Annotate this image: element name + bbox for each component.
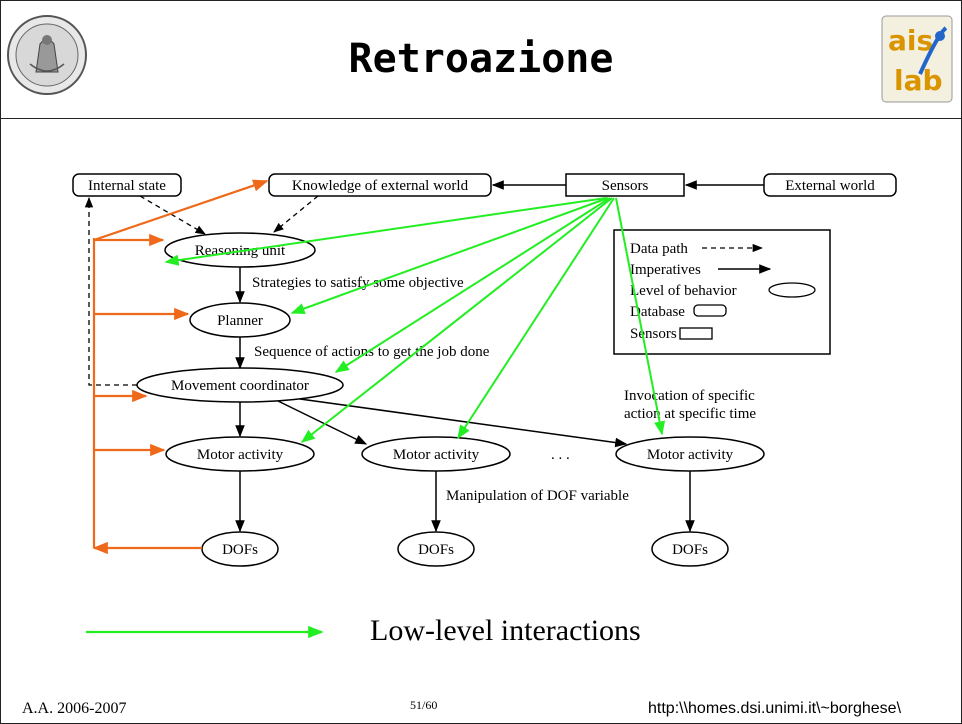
knowledge-label: Knowledge of external world	[292, 178, 469, 194]
internal-state-label: Internal state	[88, 178, 166, 194]
green-arrow-to-motor2	[457, 197, 615, 440]
dofs-3-ellipse	[651, 531, 729, 567]
data-path-knowledge-to-reasoning	[273, 195, 319, 233]
dofs-1-label: DOFs	[222, 542, 258, 558]
ellipsis-annotation: . . .	[551, 447, 570, 463]
sensors-label: Sensors	[602, 178, 649, 194]
legend-database-symbol	[693, 304, 727, 317]
dofs-2-label: DOFs	[418, 542, 454, 558]
footer-page-number: 51/60	[410, 698, 438, 712]
legend-data-path-label: Data path	[630, 241, 688, 257]
green-arrow-to-motor3	[615, 197, 666, 436]
dofs-3-label: DOFs	[672, 542, 708, 558]
legend-imperatives-label: Imperatives	[630, 262, 701, 278]
internal-state-box	[72, 173, 182, 197]
header-divider	[0, 118, 962, 119]
motor-activity-1-label: Motor activity	[197, 447, 284, 463]
arrow-coordinator-to-motor2	[277, 400, 368, 445]
movement-coordinator-label: Movement coordinator	[171, 378, 309, 394]
legend-level-of-behavior-label: Level of behavior	[630, 283, 737, 299]
svg-text:lab: lab	[894, 64, 943, 97]
dofs-2-ellipse	[397, 531, 475, 567]
green-arrow-to-reasoning	[164, 197, 607, 266]
sequence-annotation: Sequence of actions to get the job done	[254, 344, 490, 360]
legend-sensors-symbol	[679, 327, 713, 340]
university-seal-icon	[7, 15, 87, 95]
manipulation-annotation: Manipulation of DOF variable	[446, 488, 629, 504]
green-interaction-arrows	[164, 197, 666, 443]
strategies-annotation: Strategies to satisfy some objective	[252, 275, 464, 291]
page-title: Retroazione	[348, 36, 614, 82]
green-arrow-to-planner	[290, 197, 609, 314]
ais-lab-logo-icon: ais lab	[881, 15, 953, 103]
planner-label: Planner	[217, 313, 263, 329]
arrow-coordinator-to-motor3	[299, 398, 628, 448]
legend-sensors-label: Sensors	[630, 326, 677, 342]
data-path-internal-to-reasoning	[139, 195, 206, 235]
footer-url: http:\\homes.dsi.unimi.it\~borghese\	[648, 700, 902, 717]
orange-feedback-arrows	[92, 179, 269, 555]
orange-arrow-to-knowledge	[93, 179, 269, 242]
motor-activity-3-label: Motor activity	[647, 447, 734, 463]
footer-course: A.A. 2006-2007	[22, 700, 127, 717]
invocation-annotation-line1: Invocation of specific	[624, 388, 755, 404]
external-world-label: External world	[785, 178, 875, 194]
motor-activity-2-label: Motor activity	[393, 447, 480, 463]
invocation-annotation-line2: action at specific time	[624, 406, 756, 422]
legend-database-label: Database	[630, 304, 685, 320]
legend-level-of-behavior-symbol	[768, 282, 816, 298]
green-arrow-to-motor1	[300, 197, 613, 443]
svg-text:ais: ais	[888, 24, 933, 57]
knowledge-box	[268, 173, 492, 197]
data-path-coordinator-to-internal	[84, 196, 137, 386]
green-arrow-to-coordinator	[334, 197, 611, 373]
low-level-interactions-label: Low-level interactions	[370, 614, 641, 647]
